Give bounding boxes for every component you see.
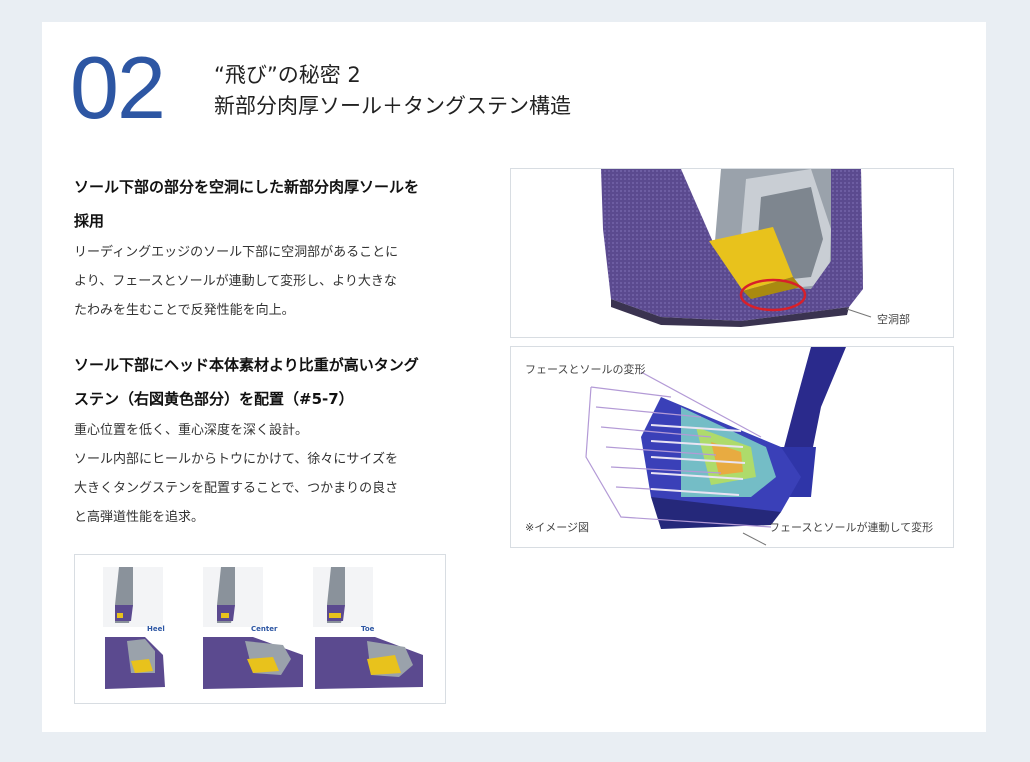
toe-panel — [313, 567, 423, 689]
point1-heading-line1: ソール下部の部分を空洞にした新部分肉厚ソールを — [74, 178, 420, 196]
heel-label: Heel — [147, 625, 165, 633]
toe-label: Toe — [361, 625, 375, 633]
deformation-illustration — [585, 347, 846, 546]
center-label: Center — [251, 625, 278, 633]
point1-body-line1: リーディングエッジのソール下部に空洞部があることに — [74, 245, 399, 260]
point1-body-line2: より、フェースとソールが連動して変形し、より大きな — [74, 274, 397, 289]
deformation-figure: フェースとソールの変形 ※イメージ図 フェースとソールが連動して変形 — [510, 346, 954, 548]
point2-heading-line1: ソール下部にヘッド本体素材より比重が高いタング — [74, 356, 419, 374]
point1-heading-line2: 採用 — [74, 212, 105, 230]
center-panel — [203, 567, 303, 689]
heel-panel — [103, 567, 165, 689]
deformation-callout: フェースとソールが連動して変形 — [769, 521, 934, 534]
deformation-title: フェースとソールの変形 — [525, 363, 646, 376]
point2-body-line1: 重心位置を低く、重心深度を深く設計。 — [74, 423, 309, 438]
cavity-label: 空洞部 — [877, 313, 910, 326]
section-number: 02 — [70, 38, 166, 137]
deformation-note: ※イメージ図 — [525, 521, 589, 534]
cavity-figure: 空洞部 — [510, 168, 954, 338]
tungsten-position-figure: Heel Center Toe — [74, 554, 446, 704]
point1-body-line3: たわみを生むことで反発性能を向上。 — [74, 303, 295, 318]
section-title-line2: 新部分肉厚ソール＋タングステン構造 — [214, 94, 571, 118]
point2-body-line3: 大きくタングステンを配置することで、つかまりの良さ — [74, 481, 399, 496]
point2-heading-line2: ステン（右図黄色部分）を配置（#5-7） — [74, 390, 354, 408]
tungsten-positions-illustration — [103, 567, 423, 689]
section-title-line1: “飛び”の秘密 2 — [214, 63, 361, 87]
point2-body-line2: ソール内部にヒールからトウにかけて、徐々にサイズを — [74, 452, 398, 467]
cavity-highlight — [739, 278, 807, 312]
cavity-illustration — [601, 169, 872, 327]
point1-block: ソール下部の部分を空洞にした新部分肉厚ソールを 採用 リーディングエッジのソール… — [74, 170, 454, 325]
content-card: 02 “飛び”の秘密 2 新部分肉厚ソール＋タングステン構造 ソール下部の部分を… — [42, 22, 986, 732]
point2-body-line4: と高弾道性能を追求。 — [74, 510, 205, 525]
point2-block: ソール下部にヘッド本体素材より比重が高いタング ステン（右図黄色部分）を配置（#… — [74, 348, 454, 532]
